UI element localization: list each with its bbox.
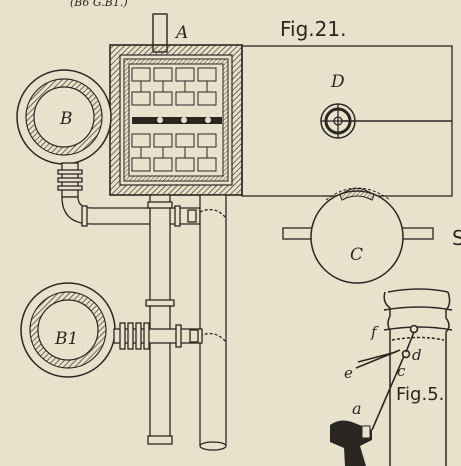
label-a-small: a xyxy=(352,399,362,418)
edge-fragment: S xyxy=(452,226,461,250)
fig21-caption: Fig.21. xyxy=(280,17,346,41)
element-grid-upper xyxy=(131,67,217,106)
housing-box-a xyxy=(109,44,243,196)
figure-21: A B D C B1 Fig.21. xyxy=(16,13,453,451)
wire-clasp xyxy=(355,324,419,431)
gauge-b xyxy=(16,69,112,165)
label-d: D xyxy=(330,72,345,92)
element-grid-lower xyxy=(131,133,217,172)
label-c-small: c xyxy=(397,362,406,380)
label-f: f xyxy=(370,323,379,341)
central-rod xyxy=(132,117,222,124)
bottle-neck xyxy=(383,288,453,466)
vessel-c xyxy=(282,187,434,284)
label-d-small: d xyxy=(412,346,422,364)
label-e: e xyxy=(344,364,353,382)
label-b: B xyxy=(59,109,73,129)
fig5-caption: Fig.5. xyxy=(396,384,444,405)
vertical-pipe-right xyxy=(199,194,227,451)
label-a: A xyxy=(174,23,188,43)
pipe-b1-connection xyxy=(113,322,203,350)
vertical-pipe-left xyxy=(145,194,175,445)
figure-5: f d e c a b Fig.5. xyxy=(330,288,453,466)
panel-d xyxy=(241,45,453,197)
header-fragment: (B6 G.B1.) xyxy=(70,0,128,9)
label-c: C xyxy=(350,245,363,265)
label-b1: B1 xyxy=(54,329,78,349)
label-b-small: b xyxy=(348,450,358,466)
stopper xyxy=(330,420,372,466)
gauge-b1 xyxy=(20,282,116,378)
